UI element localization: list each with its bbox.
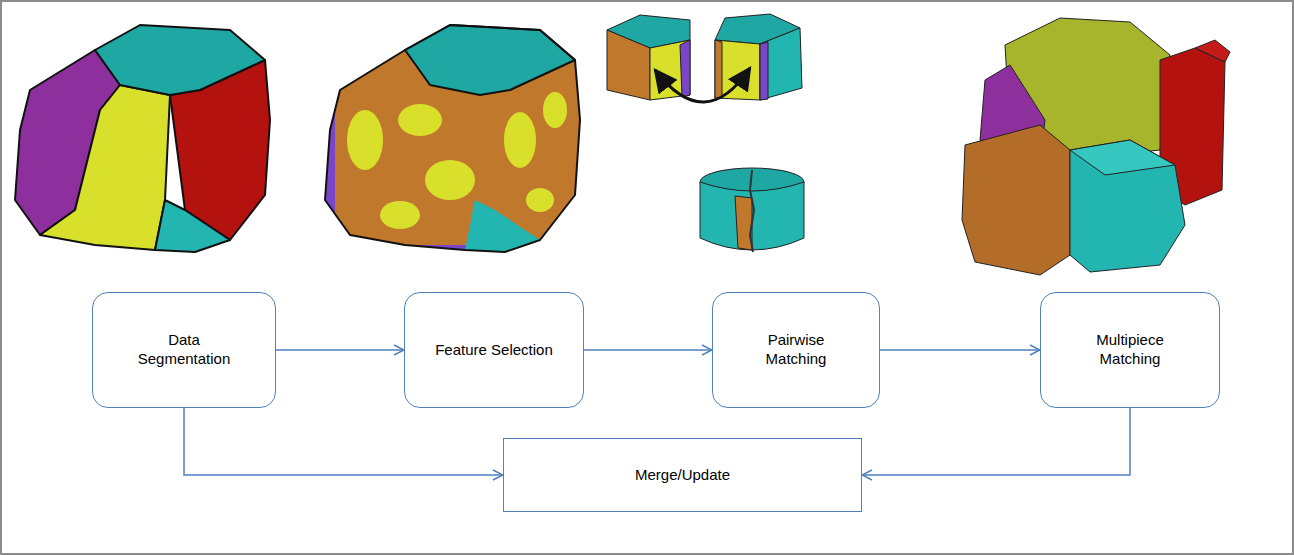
art-shape — [1070, 140, 1175, 175]
art-shape — [155, 200, 230, 252]
art-shape — [750, 170, 754, 252]
process-box: Feature Selection — [404, 292, 584, 408]
art-shape — [760, 28, 802, 100]
art-shape — [526, 188, 554, 212]
flow-arrow — [276, 349, 404, 351]
art-shape — [715, 40, 760, 100]
art-shape — [543, 92, 567, 128]
box-label: Feature Selection — [435, 341, 553, 360]
art-shape — [325, 25, 580, 252]
art-shape — [380, 201, 420, 229]
art-shape — [735, 196, 752, 250]
art-shape — [320, 20, 590, 260]
flow-arrow — [862, 408, 1130, 475]
box-label: Multipiece Matching — [1070, 331, 1190, 369]
art-shape — [398, 104, 442, 136]
assembled-fragments — [962, 18, 1230, 275]
match-arrow — [655, 68, 750, 102]
art-shape — [320, 20, 590, 260]
art-shape — [760, 42, 768, 100]
art-shape — [715, 40, 722, 98]
feature-fragment — [320, 20, 590, 260]
art-shape — [425, 160, 475, 200]
art-shape — [95, 25, 265, 95]
box-label: Pairwise Matching — [736, 331, 856, 369]
process-box: Data Segmentation — [92, 292, 276, 408]
merge-box: Merge/Update — [503, 438, 862, 512]
process-box: Pairwise Matching — [712, 292, 880, 408]
art-shape — [680, 40, 690, 97]
process-box: Multipiece Matching — [1040, 292, 1220, 408]
box-label: Data Segmentation — [124, 331, 244, 369]
flow-arrow — [880, 349, 1040, 351]
art-shape — [962, 125, 1070, 275]
art-shape — [607, 30, 650, 100]
fragment-pair — [607, 14, 802, 100]
matched-pair — [700, 168, 804, 252]
flow-arrow — [584, 349, 712, 351]
box-label: Merge/Update — [635, 466, 730, 485]
flow-arrow — [184, 408, 503, 475]
art-shape — [1070, 140, 1185, 272]
art-shape — [40, 85, 170, 250]
art-shape — [1195, 40, 1230, 62]
segmented-fragment — [15, 25, 270, 252]
art-shape — [504, 112, 536, 168]
art-shape — [700, 182, 804, 250]
art-shape — [347, 110, 383, 170]
